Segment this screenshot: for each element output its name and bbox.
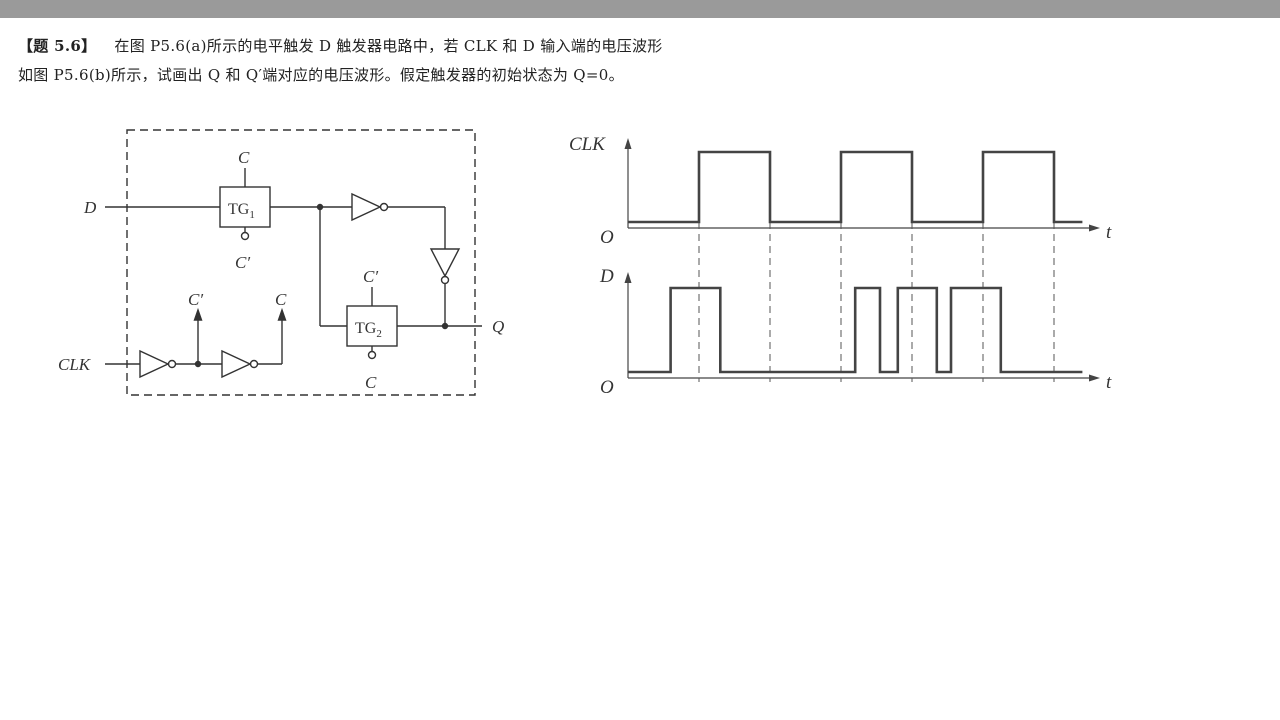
inverter-1 <box>351 192 382 222</box>
d-time-label: t <box>1106 372 1112 393</box>
inverter-1-bubble <box>379 202 389 212</box>
problem-statement: 【题 5.6】在图 P5.6(a)所示的电平触发 D 触发器电路中，若 CLK … <box>18 32 1258 90</box>
label-tg2-bottom: C <box>365 373 377 392</box>
label-d-input: D <box>83 198 97 217</box>
tg2-bubble <box>367 350 377 360</box>
label-clk-input: CLK <box>58 355 92 374</box>
circuit-labels: D CLK Q TG1 TG2 C C′ C′ C C′ C <box>58 148 504 392</box>
clk-inverter-1-bubble <box>167 359 177 369</box>
d-origin-label: O <box>600 377 614 398</box>
label-clk-out1: C′ <box>188 290 203 309</box>
tg2-label: TG2 <box>355 320 382 340</box>
label-q-output: Q <box>492 317 504 336</box>
clk-edge-guides <box>698 222 1055 382</box>
clk-inverter-1 <box>139 349 170 379</box>
waveform-d-trace <box>628 286 1083 374</box>
problem-line-1: 【题 5.6】在图 P5.6(a)所示的电平触发 D 触发器电路中，若 CLK … <box>18 32 1258 61</box>
clk-time-label: t <box>1106 222 1112 243</box>
inverter-2-bubble <box>440 275 450 285</box>
top-bar <box>0 0 1280 18</box>
label-tg2-top: C′ <box>363 267 378 286</box>
clk-inverter-2-bubble <box>249 359 259 369</box>
clk-y-arrow <box>624 138 632 149</box>
clk-x-arrow <box>1089 224 1100 232</box>
waveform-clk-trace <box>628 150 1083 224</box>
tg1-bubble <box>240 231 250 241</box>
waveform-chart: CLK O t D O t <box>569 134 1112 398</box>
label-clk-out2: C <box>275 290 287 309</box>
d-y-arrow <box>624 272 632 283</box>
waveform-d-label: D <box>599 266 614 287</box>
arrow-c <box>277 307 287 321</box>
clk-inverter-2 <box>221 349 252 379</box>
circuit-boundary <box>126 129 476 396</box>
inverter-2 <box>429 248 461 278</box>
arrow-c-prime <box>193 307 203 321</box>
problem-text-1: 在图 P5.6(a)所示的电平触发 D 触发器电路中，若 CLK 和 D 输入端… <box>114 37 663 55</box>
problem-tag: 【题 5.6】 <box>18 37 97 55</box>
label-tg1-top: C <box>238 148 250 167</box>
problem-line-2: 如图 P5.6(b)所示，试画出 Q 和 Q′端对应的电压波形。假定触发器的初始… <box>18 66 624 84</box>
label-tg1-bottom: C′ <box>235 253 250 272</box>
d-x-arrow <box>1089 374 1100 382</box>
circuit-diagram <box>105 129 482 396</box>
waveform-traces <box>628 150 1083 374</box>
clk-origin-label: O <box>600 227 614 248</box>
tg1-label: TG1 <box>228 201 255 221</box>
waveform-clk-label: CLK <box>569 134 606 155</box>
